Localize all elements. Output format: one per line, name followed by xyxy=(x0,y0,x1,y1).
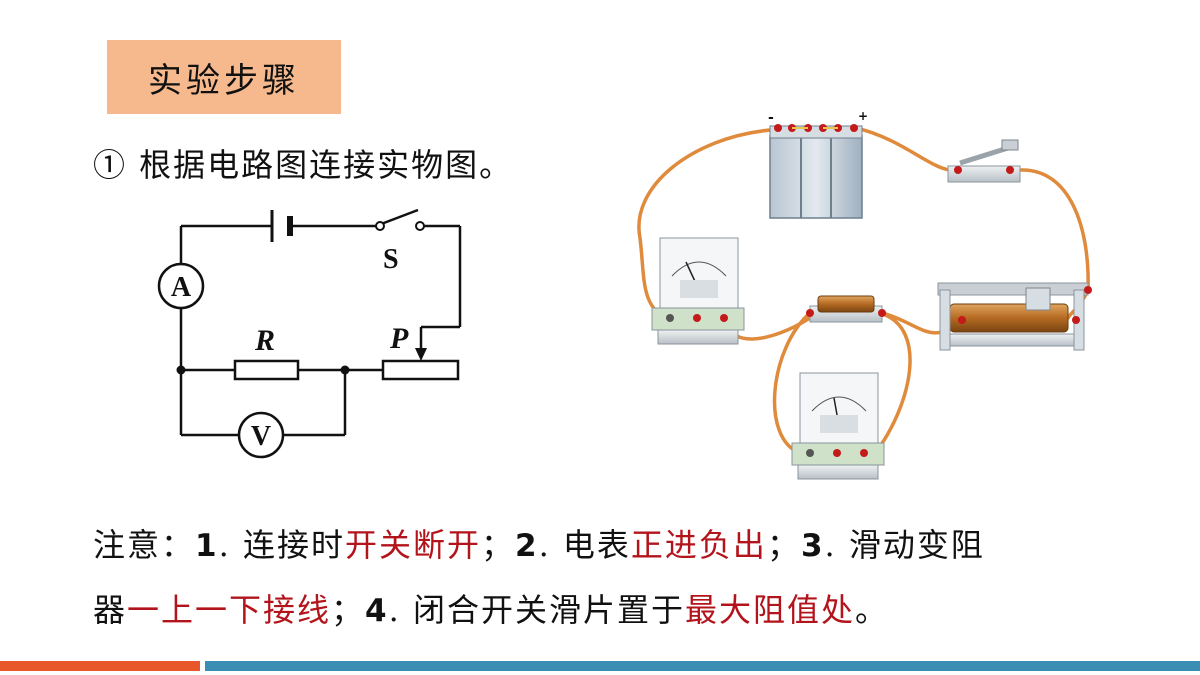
note-sep-3: ； xyxy=(331,591,366,629)
note-4-highlight: 最大阻值处 xyxy=(684,591,855,629)
note-line-2: 器一上一下接线；4. 闭合开关滑片置于最大阻值处。 xyxy=(93,585,889,631)
resistor-label: R xyxy=(254,324,275,357)
junction-dot-right xyxy=(340,365,350,375)
note-num-3: 3 xyxy=(800,528,825,564)
fixed-resistor-device xyxy=(806,295,886,323)
note-2-text: . 电表 xyxy=(538,526,631,564)
note-3-text-cont: 器 xyxy=(93,591,128,629)
switch-label: S xyxy=(383,244,399,275)
rheostat-symbol xyxy=(381,359,460,381)
note-3-text: . 滑动变阻 xyxy=(824,526,985,564)
note-prefix: 注意： xyxy=(93,526,196,564)
switch-symbol xyxy=(375,208,425,231)
voltmeter-device xyxy=(791,372,885,480)
knife-switch xyxy=(947,139,1021,183)
footer-bar-accent xyxy=(0,661,200,671)
svg-text:-: - xyxy=(768,110,774,126)
circuit-schematic: S A R P V xyxy=(157,208,462,459)
resistor-symbol xyxy=(233,359,300,381)
ammeter-label: A xyxy=(171,272,192,303)
note-line-1: 注意：1. 连接时开关断开；2. 电表正进负出；3. 滑动变阻 xyxy=(93,520,985,566)
slider-arrow xyxy=(415,327,427,361)
ammeter-symbol xyxy=(157,262,205,310)
step-1-text: ① 根据电路图连接实物图。 xyxy=(93,146,514,184)
junction-dot-left xyxy=(176,365,186,375)
note-4-text: . 闭合开关滑片置于 xyxy=(388,591,685,629)
page-title: 实验步骤 xyxy=(148,60,300,101)
note-2-highlight: 正进负出 xyxy=(630,526,767,564)
apparatus-illustration: - + xyxy=(637,109,1092,480)
note-1-text: . 连接时 xyxy=(218,526,345,564)
note-sep-1: ； xyxy=(480,526,515,564)
slider-label: P xyxy=(389,322,409,355)
note-num-2: 2 xyxy=(514,528,539,564)
footer-bar xyxy=(205,661,1200,671)
voltmeter-label: V xyxy=(251,421,271,452)
note-3-highlight: 一上一下接线 xyxy=(127,591,332,629)
note-num-4: 4 xyxy=(365,593,389,629)
note-1-highlight: 开关断开 xyxy=(344,526,481,564)
svg-text:+: + xyxy=(858,109,868,123)
ammeter-device xyxy=(651,237,745,345)
note-end: 。 xyxy=(855,591,890,629)
note-num-1: 1 xyxy=(195,528,219,564)
title-box: 实验步骤 xyxy=(107,40,341,114)
battery-pack: - + xyxy=(768,109,868,219)
voltmeter-symbol xyxy=(237,411,285,459)
note-sep-2: ； xyxy=(766,526,801,564)
rheostat-device xyxy=(937,282,1092,351)
